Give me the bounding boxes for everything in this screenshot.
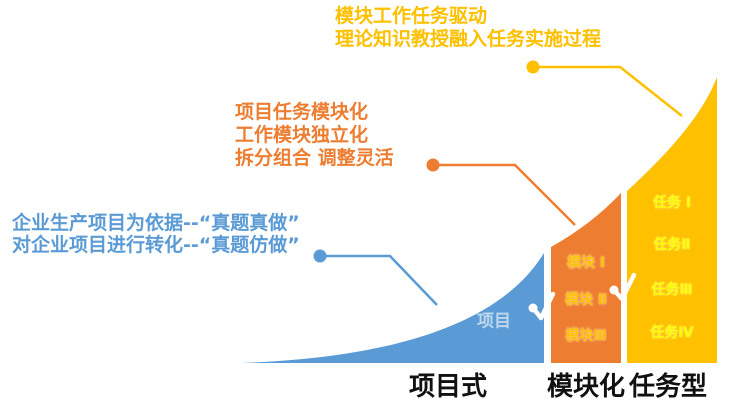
annotation-modularize: 项目任务模块化 工作模块独立化 拆分组合 调整灵活 [235,101,394,170]
annotation-line: 工作模块独立化 [235,124,369,146]
task-segment-shape [627,77,717,363]
top-callout-dot [526,60,540,74]
annotation-line: 拆分组合 调整灵活 [235,147,394,169]
annotation-enterprise-project: 企业生产项目为依据--“真题真做” 对企业项目进行转化--“真题仿做” [12,212,300,256]
task-item-label: 任务Ⅲ [651,282,693,298]
swoosh-connector-icon [528,291,556,321]
annotation-task-driven: 模块工作任务驱动 理论知识教授融入任务实施过程 [335,5,601,51]
task-item-label: 任务 Ⅰ [652,195,692,211]
module-item-label: 模块 Ⅰ [566,255,606,271]
annotation-line: 理论知识教授融入任务实施过程 [335,28,602,50]
project-inner-label: 项目 [477,311,511,332]
stage-label-module: 模块化 [546,372,626,400]
annotation-line: 模块工作任务驱动 [335,5,488,27]
module-item-label: 模块Ⅲ [565,328,607,344]
module-segment-shape [551,193,621,363]
task-item-label: 任务Ⅱ [653,237,691,253]
task-item-label: 任务Ⅳ [650,325,694,341]
stage-label-task: 任务型 [628,372,708,400]
swoosh-connector-icon [609,272,637,302]
annotation-line: 项目任务模块化 [235,101,369,123]
annotation-line: 对企业项目进行转化--“真题仿做” [12,234,300,256]
middle-callout-leader [426,158,576,226]
stage-label-project: 项目式 [408,372,488,400]
top-callout-leader [526,60,683,117]
annotation-line: 企业生产项目为依据--“真题真做” [12,212,300,234]
module-item-label: 模块 Ⅱ [564,292,608,308]
middle-callout-dot [426,158,440,172]
left-callout-leader [313,249,438,306]
project-segment-shape [240,253,544,363]
left-callout-dot [313,249,327,263]
